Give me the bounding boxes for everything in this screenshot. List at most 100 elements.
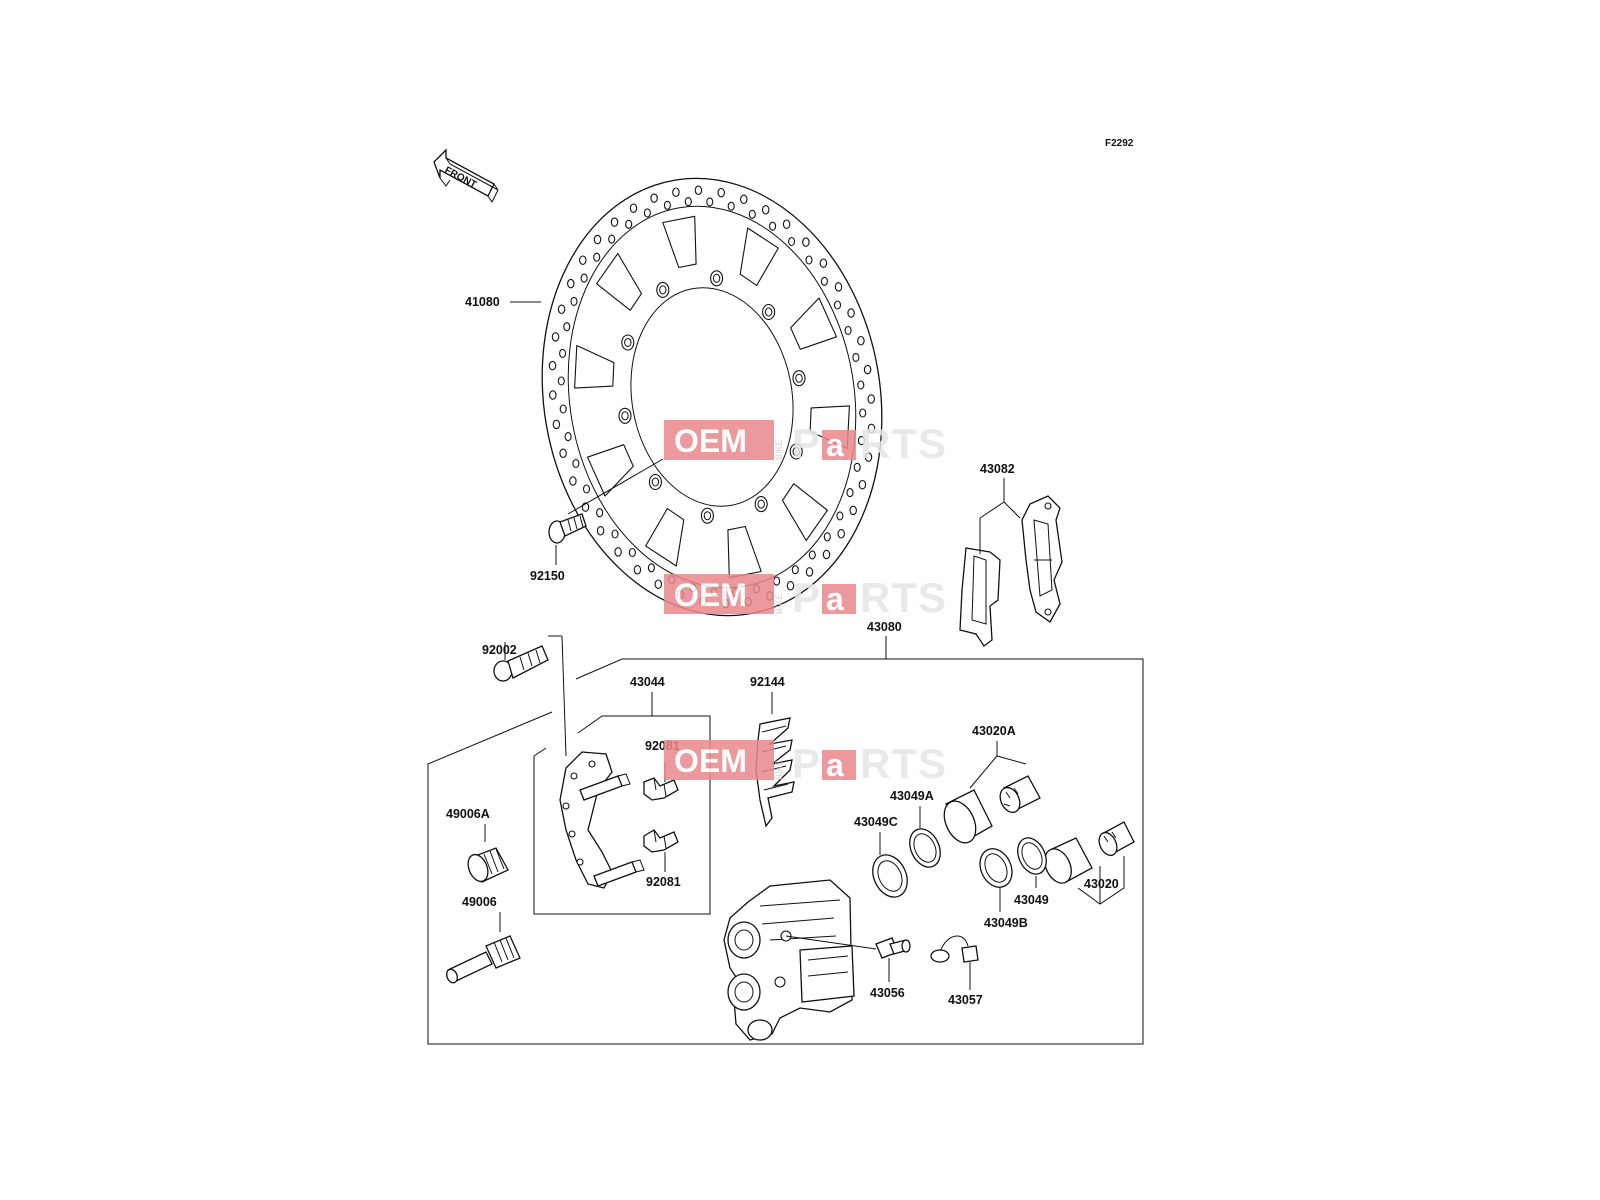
part-label-49006A[interactable]: 49006A [446, 807, 490, 821]
part-label-43049A[interactable]: 43049A [890, 789, 934, 803]
vent-hole [837, 529, 845, 539]
vent-hole [786, 581, 795, 591]
vent-hole [849, 505, 857, 516]
bolt-hole-inner [659, 285, 667, 295]
piston-small[interactable] [1040, 837, 1093, 887]
cutout-slot [781, 483, 828, 542]
watermark-bike: BIKE [774, 593, 784, 614]
vent-hole [823, 532, 831, 542]
vent-hole [654, 579, 663, 589]
piston-seal-43049[interactable] [1012, 833, 1052, 878]
bolt-hole-inner [651, 477, 660, 487]
vent-hole [867, 394, 875, 404]
watermark-bike: BIKE [774, 759, 784, 780]
part-label-43020A[interactable]: 43020A [972, 724, 1016, 738]
vent-hole [557, 376, 565, 386]
bolt-hole [700, 507, 714, 524]
disc-bolt[interactable] [548, 513, 587, 544]
part-label-92150[interactable]: 92150 [530, 569, 565, 583]
vent-hole [563, 322, 571, 332]
part-label-43057[interactable]: 43057 [948, 993, 983, 1007]
vent-hole [549, 390, 557, 400]
bracket-sub-box [533, 715, 711, 915]
pin-boot[interactable] [464, 847, 509, 884]
brake-pad-outer[interactable] [959, 547, 1001, 647]
bolt-hole [618, 407, 632, 424]
pad-spring-clip-upper[interactable] [643, 777, 679, 801]
pad-spring-clip-lower[interactable] [643, 829, 679, 853]
bleeder-cap[interactable] [930, 935, 979, 963]
part-label-92081-bottom[interactable]: 92081 [646, 875, 681, 889]
watermark-parts-p: P [792, 420, 821, 467]
vent-hole [614, 547, 622, 557]
vent-hole [706, 197, 714, 207]
vent-hole [788, 236, 796, 247]
vent-hole [820, 276, 828, 286]
vent-hole [580, 273, 588, 283]
bolt-hole [789, 443, 803, 460]
part-label-43049B[interactable]: 43049B [984, 916, 1028, 930]
bolt-hole-inner [757, 499, 765, 509]
vent-hole [548, 360, 557, 371]
part-label-49006[interactable]: 49006 [462, 895, 497, 909]
part-label-43082[interactable]: 43082 [980, 462, 1015, 476]
part-label-92144[interactable]: 92144 [750, 675, 785, 689]
bleeder-valve[interactable] [875, 937, 911, 959]
vent-hole [717, 187, 725, 198]
piston-insulator-large[interactable] [996, 775, 1041, 816]
vent-hole [857, 436, 865, 446]
front-arrow-icon: FRONT [433, 148, 499, 203]
watermark-a-box [822, 584, 856, 614]
cutout-slot [574, 344, 615, 389]
caliper-pin[interactable] [445, 935, 521, 984]
vent-hole [822, 549, 831, 560]
vent-hole [858, 479, 867, 490]
dust-seal-43049B[interactable] [974, 844, 1018, 893]
vent-hole [610, 217, 619, 227]
caliper-body[interactable] [723, 879, 855, 1041]
vent-hole [727, 201, 735, 211]
brake-disc[interactable] [508, 151, 915, 643]
watermark-bike: BIKE [774, 439, 784, 460]
part-label-43056[interactable]: 43056 [870, 986, 905, 1000]
part-label-43044[interactable]: 43044 [630, 675, 665, 689]
vent-hole [567, 278, 575, 289]
watermark-oem: OEM [674, 577, 747, 613]
cutout-slot [645, 508, 685, 567]
part-label-43080[interactable]: 43080 [867, 620, 902, 634]
piston-seal-43049A[interactable] [904, 824, 946, 872]
vent-hole [805, 255, 813, 265]
vent-hole [643, 208, 651, 218]
part-label-43049C[interactable]: 43049C [854, 815, 898, 829]
vent-hole [773, 576, 781, 586]
vent-hole [559, 404, 567, 414]
watermark-parts-rts: RTS [860, 740, 947, 787]
vent-hole [572, 458, 580, 469]
dust-seal-43049C[interactable] [866, 849, 914, 902]
bolt-hole-inner [795, 373, 803, 383]
brake-pad-inner[interactable] [1021, 495, 1063, 623]
part-label-92002[interactable]: 92002 [482, 643, 517, 657]
vent-hole [629, 203, 638, 213]
vent-hole [596, 526, 605, 536]
caliper-bolt[interactable] [493, 645, 549, 682]
watermark-oem: OEM [674, 423, 747, 459]
watermark-parts-a: a [826, 427, 844, 463]
part-label-41080[interactable]: 41080 [465, 295, 500, 309]
watermark-parts-rts: RTS [860, 574, 947, 621]
vent-hole [650, 193, 658, 203]
vent-hole [628, 547, 636, 558]
vent-hole [694, 185, 703, 196]
piston-large[interactable] [938, 789, 993, 848]
vent-hole [551, 332, 560, 342]
bolt-hole-inner [764, 307, 773, 317]
part-label-43020[interactable]: 43020 [1084, 877, 1119, 891]
caliper-bracket[interactable] [559, 751, 645, 889]
piston-insulator-small[interactable] [1096, 821, 1135, 858]
bolt-hole [648, 473, 662, 491]
part-label-43049[interactable]: 43049 [1014, 893, 1049, 907]
watermark-parts-a: a [826, 747, 844, 783]
